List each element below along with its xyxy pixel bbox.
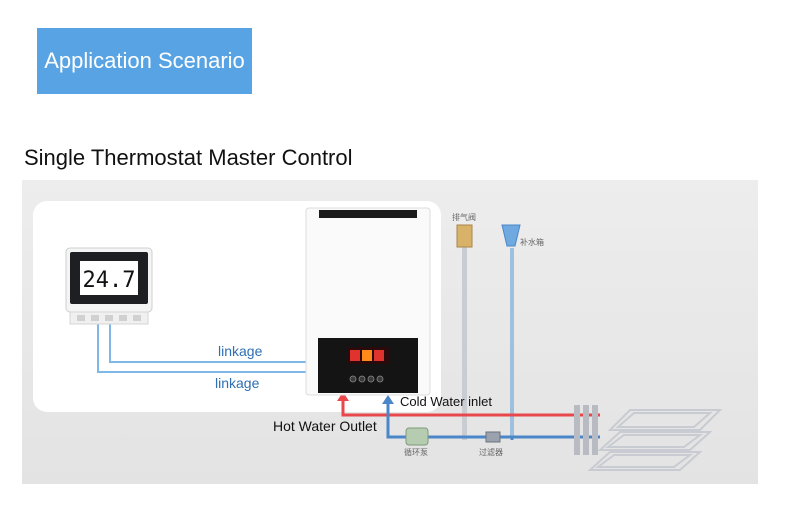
floor-heating-coils xyxy=(587,409,723,471)
linkage-label-top: linkage xyxy=(218,343,263,359)
hot-water-arrow-icon xyxy=(337,392,349,401)
makeup-tank-label: 补水箱 xyxy=(520,238,544,247)
circulation-pump-icon xyxy=(405,427,429,446)
circulation-pump-label: 循环泵 xyxy=(404,448,428,457)
linkage-line-bottom xyxy=(97,322,318,373)
application-scenario-banner: Application Scenario xyxy=(37,28,252,94)
thermostat-reading: 24.7 xyxy=(83,268,136,293)
filter-label: 过滤器 xyxy=(479,448,503,457)
makeup-pipe xyxy=(510,248,514,438)
cold-water-pipe xyxy=(386,398,600,439)
linkage-line-top xyxy=(109,322,318,363)
cold-water-inlet-label: Cold Water inlet xyxy=(400,394,492,409)
exhaust-valve-icon xyxy=(456,224,473,248)
makeup-tank-icon xyxy=(501,224,521,247)
manifold-icon xyxy=(574,405,598,455)
hot-water-pipe xyxy=(341,395,600,417)
page-title: Single Thermostat Master Control xyxy=(24,145,353,170)
electric-boiler xyxy=(305,207,431,396)
exhaust-valve-label: 排气阀 xyxy=(452,213,476,222)
exhaust-pipe xyxy=(462,240,467,440)
linkage-label-bottom: linkage xyxy=(215,375,260,391)
thermostat-device: 24.7 xyxy=(65,247,153,325)
hot-water-outlet-label: Hot Water Outlet xyxy=(273,418,377,434)
filter-icon xyxy=(485,431,501,443)
cold-water-arrow-icon xyxy=(382,395,394,404)
